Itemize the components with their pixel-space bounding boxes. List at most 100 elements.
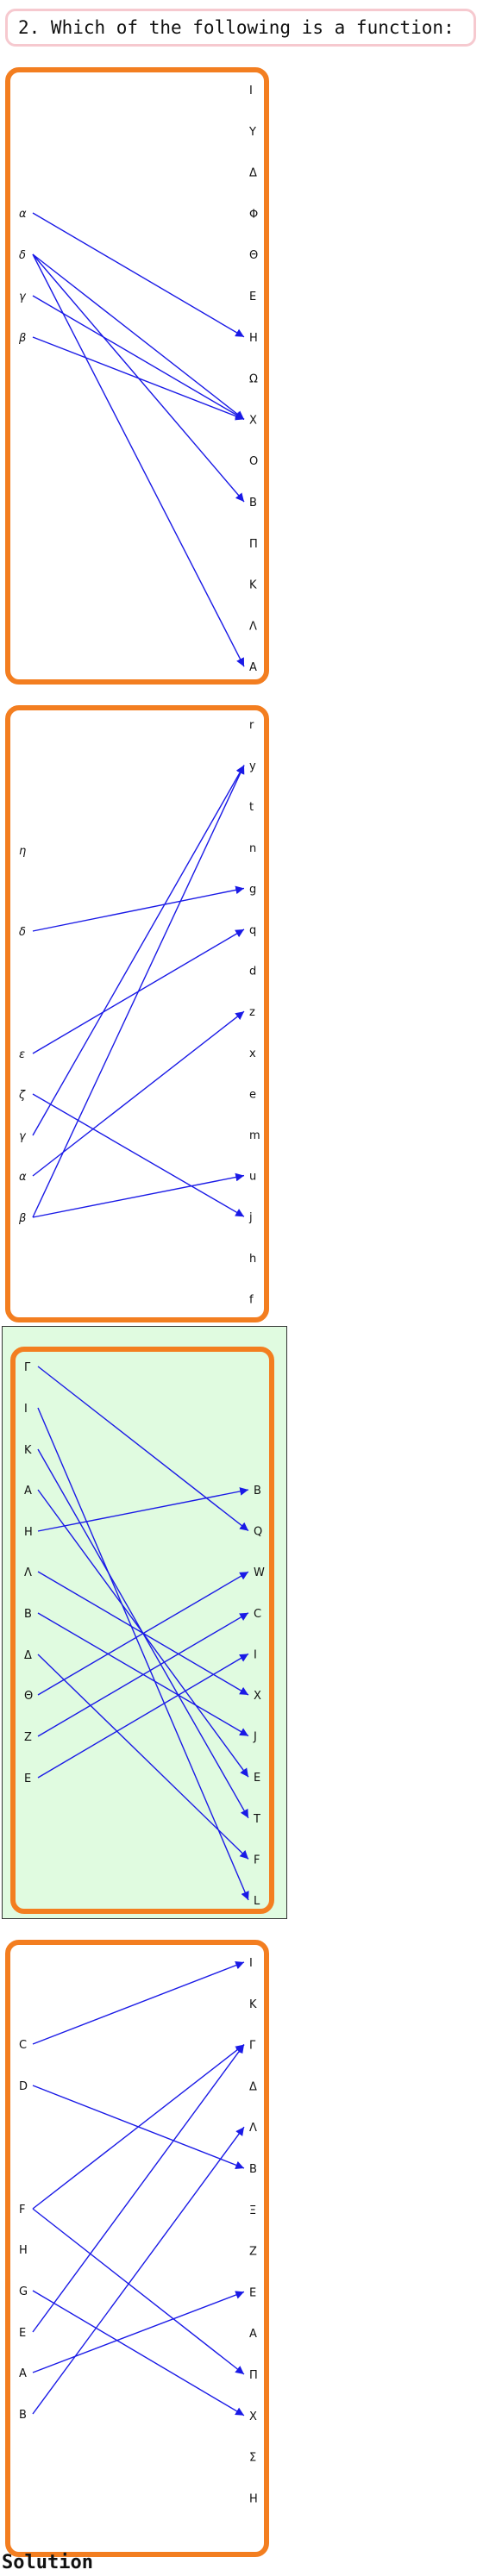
mapping-arrow: [32, 2126, 245, 2415]
mapping-arrow: [32, 765, 245, 1218]
codomain-label: r: [249, 719, 254, 732]
codomain-label: n: [249, 842, 256, 855]
mapping-arrow: [37, 1407, 249, 1901]
codomain-label: E: [254, 1772, 260, 1785]
codomain-label: h: [249, 1253, 256, 1266]
mapping-arrow: [37, 1487, 249, 1532]
domain-label: Z: [24, 1731, 32, 1744]
codomain-label: E: [249, 291, 256, 303]
option-panel-4[interactable]: [5, 1940, 269, 2557]
codomain-label: m: [249, 1129, 260, 1142]
codomain-label: y: [249, 760, 256, 773]
codomain-label: Σ: [249, 2452, 256, 2465]
mapping-arrow: [32, 2291, 245, 2373]
mapping-arrow: [37, 1571, 249, 1696]
mapping-arrow: [37, 1366, 249, 1532]
codomain-label: E: [249, 2286, 256, 2299]
domain-label: Δ: [24, 1649, 32, 1662]
codomain-label: Y: [248, 126, 256, 139]
codomain-label: f: [249, 1293, 254, 1306]
codomain-label: B: [249, 497, 257, 510]
domain-label: β: [18, 332, 26, 345]
codomain-label: q: [249, 924, 256, 937]
mapping-arrow: [32, 212, 245, 338]
codomain-label: t: [249, 801, 254, 814]
codomain-label: Λ: [249, 2122, 257, 2135]
codomain-label: u: [249, 1171, 256, 1184]
domain-label: A: [19, 2367, 27, 2380]
domain-label: γ: [19, 1130, 27, 1143]
codomain-label: j: [248, 1211, 253, 1224]
domain-label: δ: [19, 249, 26, 262]
codomain-label: L: [254, 1895, 260, 1908]
codomain-label: Π: [249, 538, 258, 551]
codomain-label: Φ: [249, 208, 258, 221]
domain-label: I: [24, 1403, 28, 1416]
domain-label: ε: [19, 1048, 25, 1061]
codomain-label: Δ: [249, 167, 257, 180]
mapping-arrow: [32, 2044, 245, 2333]
solution-heading: Solution: [2, 2552, 93, 2573]
domain-label: γ: [19, 291, 27, 303]
codomain-label: A: [249, 2328, 257, 2341]
domain-label: Λ: [24, 1566, 32, 1579]
question-text: 2. Which of the following is a function:: [18, 17, 455, 38]
domain-label: E: [19, 2327, 26, 2340]
codomain-label: g: [249, 883, 256, 896]
mapping-arrow: [32, 295, 245, 421]
codomain-label: d: [249, 966, 256, 979]
mapping-arrow: [32, 2290, 245, 2417]
codomain-label: X: [254, 1690, 261, 1703]
domain-label: β: [18, 1212, 26, 1225]
codomain-label: Θ: [249, 249, 258, 262]
option-panel-2[interactable]: [5, 705, 269, 1322]
codomain-label: A: [249, 661, 257, 674]
mapping-arrow: [32, 253, 245, 667]
domain-label: η: [19, 845, 26, 858]
codomain-label: Ω: [249, 373, 258, 386]
mapping-arrow: [37, 1654, 249, 1860]
codomain-label: Λ: [249, 620, 257, 633]
codomain-label: Ξ: [249, 2204, 256, 2217]
codomain-label: Δ: [249, 2080, 257, 2093]
domain-label: G: [19, 2285, 28, 2298]
codomain-label: Z: [249, 2246, 257, 2259]
domain-label: Γ: [24, 1361, 31, 1374]
mapping-arrow: [32, 1010, 245, 1177]
domain-label: B: [24, 1608, 32, 1621]
domain-label: D: [19, 2080, 28, 2093]
domain-label: α: [19, 1171, 27, 1184]
codomain-label: H: [249, 332, 258, 345]
codomain-label: O: [249, 455, 258, 468]
codomain-label: J: [253, 1731, 257, 1744]
domain-label: F: [19, 2204, 25, 2216]
domain-label: H: [24, 1526, 33, 1539]
codomain-label: e: [249, 1088, 256, 1101]
domain-label: E: [24, 1773, 31, 1785]
codomain-label: x: [249, 1047, 256, 1060]
domain-label: α: [19, 208, 27, 221]
mapping-arrow: [32, 336, 245, 421]
mapping-arrow: [37, 1612, 249, 1737]
domain-label: Θ: [24, 1690, 33, 1703]
mapping-arrow: [32, 1172, 245, 1218]
codomain-label: Q: [254, 1526, 262, 1539]
mapping-arrow: [32, 885, 245, 932]
codomain-label: z: [249, 1006, 255, 1019]
codomain-label: Π: [249, 2369, 258, 2382]
codomain-label: I: [249, 1957, 253, 1970]
mapping-arrow: [32, 1960, 245, 2045]
codomain-label: I: [249, 84, 253, 97]
codomain-label: Γ: [249, 2040, 256, 2053]
option-panel-3[interactable]: [10, 1347, 274, 1914]
codomain-label: W: [254, 1566, 265, 1579]
domain-label: δ: [19, 926, 26, 939]
mapping-arrow: [32, 1093, 245, 1217]
codomain-label: C: [254, 1608, 261, 1621]
mapping-arrow: [32, 765, 245, 1136]
domain-label: C: [19, 2039, 27, 2052]
